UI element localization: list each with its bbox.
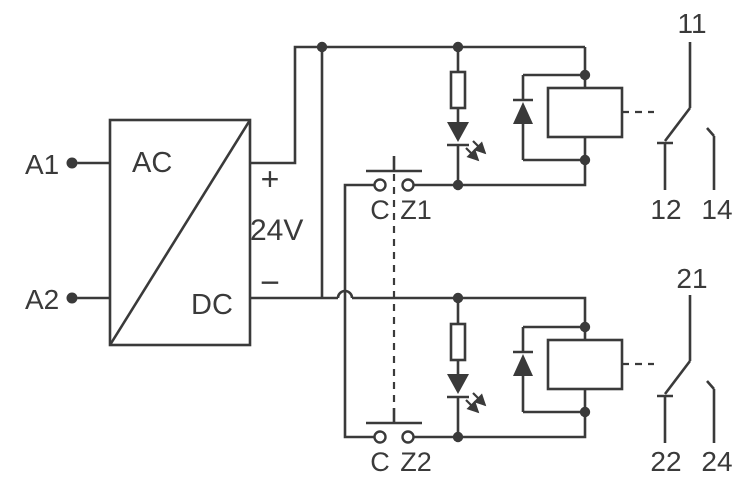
freewheel-diode-wires bbox=[513, 325, 585, 414]
converter-diagonal bbox=[108, 119, 252, 346]
contact2-terminal-24-label: 24 bbox=[701, 446, 732, 477]
minus-polarity-label: − bbox=[260, 264, 280, 302]
converter-ac-label: AC bbox=[132, 147, 172, 179]
contact2-terminal-22-label: 22 bbox=[650, 446, 681, 477]
terminal-a2-dot bbox=[66, 292, 78, 304]
led-emission-arrow bbox=[472, 140, 487, 155]
plug-terminal-c1 bbox=[373, 178, 387, 192]
contact-blade bbox=[663, 107, 692, 142]
supply-input-terminals: A1 A2 bbox=[25, 149, 110, 315]
freewheel-diode-wires bbox=[513, 73, 585, 162]
plus-rail bbox=[250, 45, 585, 165]
contact-nc-wire bbox=[657, 394, 673, 443]
contact1-terminal-12-label: 12 bbox=[650, 194, 681, 225]
channel2-input-z2-label: Z2 bbox=[400, 447, 432, 477]
channel1-input-z1-label: Z1 bbox=[400, 195, 432, 225]
led-cathode-wire bbox=[447, 395, 469, 437]
converter-box bbox=[108, 118, 252, 347]
led-emission-arrow bbox=[472, 392, 487, 407]
led-emission-arrow bbox=[465, 399, 480, 414]
junction-dot bbox=[579, 406, 591, 418]
contact-no-wire bbox=[706, 127, 716, 190]
led-cathode-wire bbox=[447, 143, 469, 185]
coil-bottom-wire bbox=[413, 137, 587, 187]
c-common-wire bbox=[343, 183, 375, 439]
junction-dot bbox=[579, 321, 591, 333]
contact-no-wire bbox=[706, 380, 716, 443]
contact-nc-wire bbox=[657, 141, 673, 190]
channel2-rail bbox=[352, 296, 587, 340]
ac-dc-converter: AC DC + 24V − bbox=[108, 118, 303, 347]
terminal-a1-dot bbox=[66, 157, 78, 169]
junction-dot bbox=[316, 41, 328, 53]
freewheel-diode-symbol bbox=[513, 102, 533, 124]
relay-coil-symbol bbox=[546, 86, 624, 139]
contact1-terminal-14-label: 14 bbox=[701, 194, 732, 225]
plug-terminal-c2 bbox=[373, 430, 387, 444]
coil-bottom-wire bbox=[413, 389, 587, 439]
junction-dot bbox=[452, 179, 464, 191]
plug-terminal-z1 bbox=[401, 178, 415, 192]
channel1-circuit: C Z1 11 12 14 bbox=[366, 8, 733, 225]
common-control-line bbox=[343, 174, 396, 439]
bridge-contact-symbol bbox=[366, 156, 422, 173]
freewheel-diode-symbol bbox=[513, 354, 533, 376]
resistor-symbol bbox=[449, 70, 467, 110]
plus-polarity-label: + bbox=[261, 161, 280, 197]
junction-dot bbox=[579, 69, 591, 81]
channel2-circuit: C Z2 21 22 24 bbox=[366, 263, 733, 477]
contact-blade bbox=[663, 360, 692, 395]
led-symbol bbox=[447, 374, 469, 394]
power-rails bbox=[250, 41, 587, 340]
junction-dot bbox=[452, 431, 464, 443]
plug-terminal-z2 bbox=[401, 430, 415, 444]
resistor-symbol bbox=[449, 322, 467, 362]
contact1-terminal-11-label: 11 bbox=[677, 8, 706, 39]
converter-dc-label: DC bbox=[191, 289, 233, 321]
junction-dot bbox=[579, 154, 591, 166]
channel1-common-terminal-label: C bbox=[370, 195, 390, 225]
led-symbol bbox=[447, 122, 469, 142]
terminal-a2-label: A2 bbox=[25, 284, 59, 315]
led-emission-arrow bbox=[465, 147, 480, 162]
terminal-a1-label: A1 bbox=[25, 149, 59, 180]
supply-voltage-label: 24V bbox=[250, 214, 303, 247]
relay-coil-symbol bbox=[546, 338, 624, 391]
contact2-terminal-21-label: 21 bbox=[676, 263, 707, 294]
channel2-common-terminal-label: C bbox=[370, 447, 390, 477]
bridge-contact-symbol bbox=[366, 408, 422, 425]
